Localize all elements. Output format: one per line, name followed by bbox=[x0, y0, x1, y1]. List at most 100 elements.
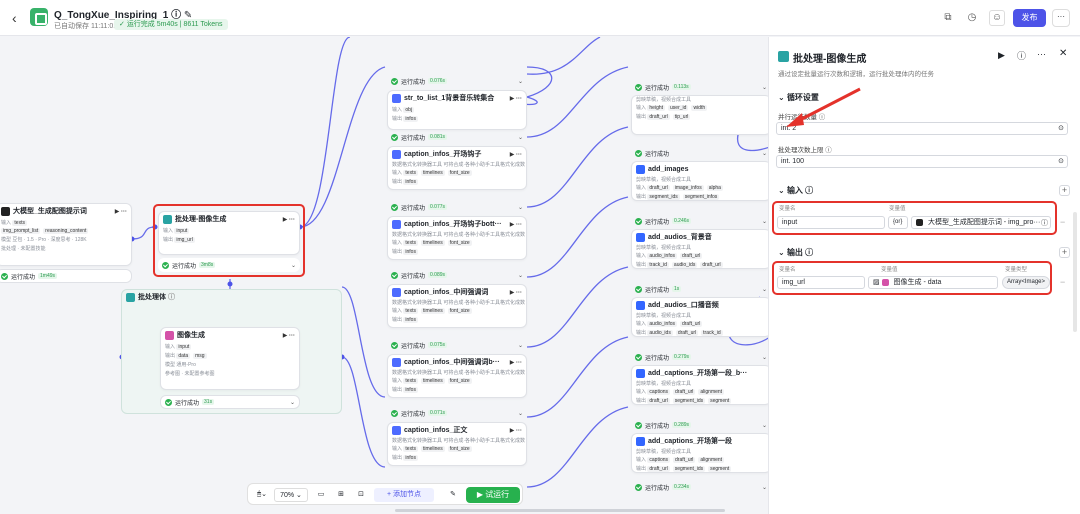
panel-scrollbar[interactable] bbox=[1073, 212, 1077, 332]
chevron-down-icon[interactable]: ⌄ bbox=[761, 422, 767, 429]
right-node[interactable]: add_audios_口播音频 剪映草稿，视频合成工具 输入 audio_inf… bbox=[631, 297, 771, 337]
copy-icon[interactable]: ⧉ bbox=[944, 12, 952, 23]
pointer-mode-icon[interactable]: 🖱⌄ bbox=[256, 491, 268, 498]
mid-node[interactable]: caption_infos_正文▶ ··· 数据格式化转换器工具 可将合成·各种… bbox=[387, 422, 527, 466]
batch-limit-input[interactable]: int. 100⊙ bbox=[776, 155, 1068, 168]
chevron-down-icon[interactable]: ⌄ bbox=[517, 78, 523, 85]
param-chip: font_size bbox=[447, 240, 472, 246]
test-run-button[interactable]: ▶ 试运行 bbox=[466, 487, 520, 503]
limit-label: 批处理次数上限 ⓘ bbox=[778, 147, 832, 154]
chevron-down-icon[interactable]: ⌄ bbox=[761, 84, 767, 91]
mid-node[interactable]: caption_infos_中间强调词b···▶ ··· 数据格式化转换器工具 … bbox=[387, 354, 527, 398]
mid-node[interactable]: caption_infos_开场钩子bott···▶ ··· 数据格式化转换器工… bbox=[387, 216, 527, 260]
node-llm[interactable]: 大模型_生成配图提示词▶ ··· 输入 texts img_prompt_lis… bbox=[0, 203, 132, 266]
info-icon[interactable]: ⓘ bbox=[168, 294, 175, 301]
run-node-icon[interactable]: ▶ ··· bbox=[509, 221, 522, 228]
chevron-down-icon[interactable]: ⌄ bbox=[290, 262, 296, 269]
add-input-button[interactable]: + bbox=[1059, 185, 1070, 196]
input-var-ref-field[interactable]: 大模型_生成配图提示词 - img_pro··· bbox=[911, 216, 1051, 229]
run-node-icon[interactable]: ▶ ··· bbox=[509, 151, 522, 158]
zoom-select[interactable]: 70% ⌄ bbox=[274, 488, 308, 502]
chevron-down-icon[interactable]: ⌄ bbox=[761, 354, 767, 361]
stepper-icon[interactable]: ⊙ bbox=[1058, 125, 1064, 132]
run-node-icon[interactable]: ▶ ··· bbox=[282, 216, 295, 223]
run-node-icon[interactable]: ▶ ··· bbox=[282, 332, 295, 339]
publish-button[interactable]: 发布 bbox=[1013, 9, 1046, 27]
chevron-down-icon[interactable]: ⌄ bbox=[517, 342, 523, 349]
add-output-button[interactable]: + bbox=[1059, 247, 1070, 258]
run-node-icon[interactable]: ▶ ··· bbox=[509, 427, 522, 434]
back-arrow-icon[interactable]: ‹ bbox=[12, 10, 17, 26]
output-var-name-field[interactable]: img_url bbox=[777, 276, 865, 289]
layout-icon[interactable]: ⊞ bbox=[338, 491, 344, 498]
chevron-down-icon[interactable]: ⌄ bbox=[761, 218, 767, 225]
run-node-icon[interactable]: ▶ ··· bbox=[114, 208, 127, 215]
remove-output-icon[interactable]: − bbox=[1060, 277, 1066, 287]
right-node-desc: 剪映草稿，视频合成工具 bbox=[636, 449, 692, 455]
chevron-down-icon[interactable]: ⌄ bbox=[517, 134, 523, 141]
chevron-down-icon[interactable]: ⌄ bbox=[761, 150, 767, 157]
loop-settings-section[interactable]: ⌄ 循环设置 bbox=[778, 93, 819, 102]
run-node-icon[interactable]: ▶ ··· bbox=[509, 95, 522, 102]
chevron-down-icon[interactable]: ⌄ bbox=[761, 286, 767, 293]
add-node-button[interactable]: + 添加节点 bbox=[374, 488, 434, 502]
more-options-button[interactable]: ··· bbox=[1052, 9, 1070, 27]
parallel-count-input[interactable]: int. 2⊙ bbox=[776, 122, 1068, 135]
collaborator-icon[interactable]: ☺ bbox=[989, 10, 1005, 26]
workflow-title[interactable]: Q_TongXue_Inspiring_1 ⓘ ✎ bbox=[54, 6, 192, 21]
stepper-icon[interactable]: ⊙ bbox=[1058, 158, 1064, 165]
minimap-icon[interactable]: ⊡ bbox=[358, 491, 364, 498]
info-icon[interactable]: ⓘ bbox=[171, 10, 182, 21]
input-ref-kind-select[interactable]: {or} bbox=[888, 216, 908, 229]
run-node-icon[interactable]: ▶ bbox=[998, 50, 1005, 60]
chevron-down-icon[interactable]: ⌄ bbox=[517, 272, 523, 279]
right-node[interactable]: add_captions_开场第一段_b··· 剪映草稿，视频合成工具 输入 c… bbox=[631, 365, 771, 405]
edit-icon[interactable]: ✎ bbox=[183, 10, 193, 21]
mid-node[interactable]: caption_infos_中间强调词▶ ··· 数据格式化转换器工具 可将合成… bbox=[387, 284, 527, 328]
chevron-down-icon[interactable]: ⌄ bbox=[517, 204, 523, 211]
history-icon[interactable]: ◷ bbox=[967, 12, 977, 23]
right-node-status[interactable]: 运行成功⌄ bbox=[631, 146, 771, 160]
remove-input-icon[interactable]: − bbox=[1060, 217, 1066, 227]
right-node[interactable]: add_captions_开场第一段 剪映草稿，视频合成工具 输入 captio… bbox=[631, 433, 771, 473]
horizontal-scrollbar[interactable] bbox=[395, 509, 725, 512]
debug-icon[interactable]: ✎ bbox=[450, 491, 456, 498]
output-section[interactable]: ⌄ 输出 ⓘ bbox=[778, 248, 814, 257]
right-node[interactable]: add_audios_背景音 剪映草稿，视频合成工具 输入 audio_info… bbox=[631, 229, 771, 269]
run-node-icon[interactable]: ▶ ··· bbox=[509, 359, 522, 366]
help-icon[interactable]: ⓘ bbox=[1017, 51, 1027, 61]
input-var-name-field[interactable]: input bbox=[777, 216, 885, 229]
more-icon[interactable]: ··· bbox=[1037, 49, 1046, 59]
output-var-ref-field[interactable]: ▨ 图像生成 - data bbox=[868, 276, 998, 289]
node-batch[interactable]: 批处理-图像生成▶ ··· 输入 input 输出 img_url bbox=[158, 211, 300, 255]
chevron-down-icon[interactable]: ⌄ bbox=[761, 484, 767, 491]
info-icon[interactable]: ⓘ bbox=[1041, 220, 1048, 227]
input-section[interactable]: ⌄ 输入 ⓘ bbox=[778, 186, 814, 195]
chevron-down-icon[interactable]: ⌄ bbox=[517, 410, 523, 417]
comment-icon[interactable]: ▭ bbox=[317, 491, 325, 498]
mid-node[interactable]: caption_infos_开场钩子▶ ··· 数据格式化转换器工具 可将合成·… bbox=[387, 146, 527, 190]
status-text: 运行成功 bbox=[175, 400, 200, 407]
close-icon[interactable]: ✕ bbox=[1059, 48, 1068, 59]
run-node-icon[interactable]: ▶ ··· bbox=[509, 289, 522, 296]
chevron-down-icon[interactable]: ⌄ bbox=[289, 399, 295, 406]
